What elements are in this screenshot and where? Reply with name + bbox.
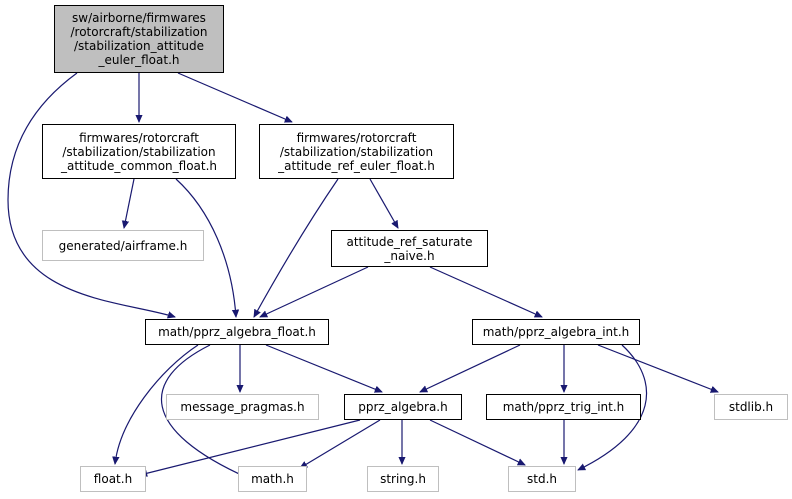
edge-pprzalg-to-std (429, 419, 525, 466)
node-root-label-line: _euler_float.h (98, 53, 180, 67)
edge-ref-to-saturate (369, 178, 399, 228)
edge-algfloat-to-float (115, 344, 199, 464)
edge-root-to-algfloat (7, 72, 175, 317)
node-airframe: generated/airframe.h (42, 230, 204, 261)
node-msgprag: message_pragmas.h (166, 394, 319, 420)
node-std: std.h (508, 466, 576, 492)
node-root-label-line: sw/airborne/firmwares (72, 11, 206, 25)
edge-common-to-airframe (124, 178, 135, 228)
node-airframe-label-line: generated/airframe.h (58, 238, 188, 253)
node-std-label-line: std.h (527, 472, 557, 486)
node-trigint[interactable]: math/pprz_trig_int.h (486, 394, 641, 420)
node-algfloat-label-line: math/pprz_algebra_float.h (158, 325, 316, 339)
edge-algint-to-std (578, 344, 648, 471)
node-root: sw/airborne/firmwares/rotorcraft/stabili… (54, 5, 224, 73)
node-saturate-label-line: attitude_ref_saturate (346, 234, 473, 249)
edge-algfloat-to-pprzalg (265, 344, 382, 392)
node-common-label-line: firmwares/rotorcraft (79, 130, 199, 145)
node-math: math.h (238, 466, 307, 492)
node-common-label-line: /stabilization/stabilization (62, 144, 216, 159)
node-string-label-line: string.h (380, 472, 426, 486)
edge-common-to-algfloat (175, 178, 236, 317)
edge-pprzalg-to-math (300, 419, 381, 469)
node-ref-label-line: /stabilization/stabilization (279, 144, 434, 159)
edge-algint-to-stdlib (597, 344, 718, 392)
node-stdlib-label-line: stdlib.h (728, 400, 774, 414)
node-msgprag-label-line: message_pragmas.h (180, 400, 305, 414)
edge-pprzalg-to-float (140, 419, 361, 475)
node-stdlib: stdlib.h (714, 394, 788, 420)
edge-algint-to-pprzalg (420, 344, 521, 393)
node-ref-label-line: firmwares/rotorcraft (296, 130, 417, 145)
node-pprzalg[interactable]: pprz_algebra.h (344, 394, 462, 420)
edge-root-to-ref (177, 72, 292, 123)
node-algint[interactable]: math/pprz_algebra_int.h (472, 319, 640, 345)
node-saturate[interactable]: attitude_ref_saturate_naive.h (331, 230, 488, 267)
node-root-label-line: /stabilization_attitude (73, 39, 205, 53)
node-algfloat[interactable]: math/pprz_algebra_float.h (145, 319, 329, 345)
node-ref-label-line: _attitude_ref_euler_float.h (278, 158, 435, 173)
node-float: float.h (80, 466, 146, 492)
node-algint-label-line: math/pprz_algebra_int.h (482, 325, 630, 339)
node-math-label-line: math.h (251, 472, 294, 486)
node-saturate-label-line: _naive.h (384, 248, 435, 263)
node-root-label-line: /rotorcraft/stabilization (70, 25, 208, 39)
node-float-label-line: float.h (93, 472, 133, 486)
node-string: string.h (367, 466, 439, 492)
node-common[interactable]: firmwares/rotorcraft/stabilization/stabi… (42, 124, 236, 179)
node-pprzalg-label-line: pprz_algebra.h (358, 400, 448, 414)
edge-saturate-to-algint (429, 266, 542, 318)
node-trigint-label-line: math/pprz_trig_int.h (502, 400, 625, 414)
edge-saturate-to-algfloat (260, 266, 369, 318)
node-ref[interactable]: firmwares/rotorcraft/stabilization/stabi… (259, 124, 454, 179)
node-common-label-line: _attitude_common_float.h (60, 158, 218, 173)
edge-ref-to-algfloat (253, 178, 339, 317)
edge-algfloat-to-math (160, 344, 248, 479)
